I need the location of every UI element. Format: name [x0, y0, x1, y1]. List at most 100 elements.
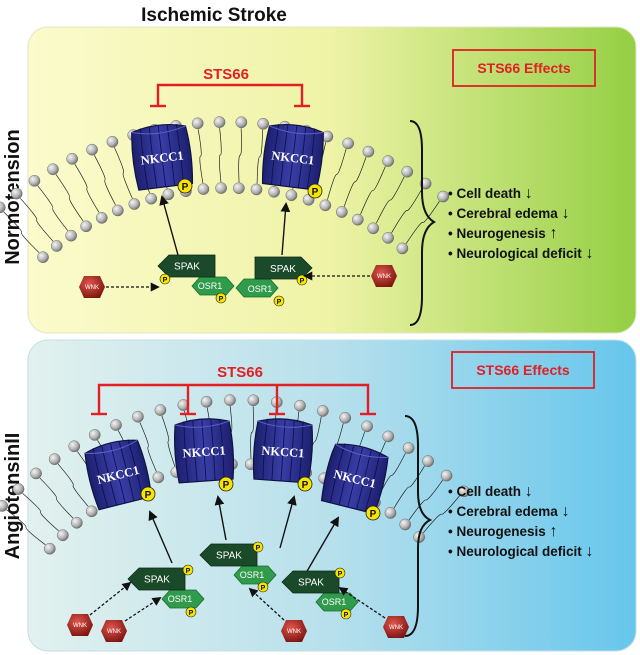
- lipid-head: [213, 116, 226, 128]
- nkcc1-helix: [148, 127, 158, 188]
- lipid-head: [401, 165, 414, 178]
- osr1-label: OSR1: [240, 570, 265, 580]
- effect-label: Neurological deficit: [456, 544, 582, 559]
- drug-label: STS66: [217, 364, 263, 381]
- lipid-tail: [6, 509, 46, 545]
- effect-label: Neurological deficit: [456, 246, 582, 261]
- down-arrow-icon: ↓: [562, 503, 570, 520]
- lipid-head: [319, 199, 332, 212]
- lipid-head: [12, 483, 25, 495]
- nkcc1-label: NKCC1: [182, 444, 226, 461]
- svg-text:• Cell death ↓: • Cell death ↓: [448, 185, 533, 202]
- lipid-head: [440, 469, 453, 482]
- nkcc1-helix: [356, 449, 372, 510]
- lipid-tail: [250, 406, 254, 459]
- phospho-label: P: [261, 585, 266, 592]
- down-arrow-icon: ↓: [525, 185, 533, 202]
- nkcc1-helix: [271, 419, 277, 481]
- svg-text:• Neurological deficit ↓: • Neurological deficit ↓: [448, 245, 594, 262]
- activation-arrow: [305, 516, 339, 574]
- nkcc1-transporter: NKCC1: [252, 418, 313, 484]
- nkcc1-helix: [166, 125, 176, 186]
- lipid-tail: [405, 201, 440, 244]
- phospho-badge: P: [365, 505, 381, 521]
- lipid-tail: [343, 156, 367, 207]
- lipid-tail: [55, 174, 84, 222]
- phospho-label: P: [338, 571, 343, 578]
- phospho-badge: P: [252, 541, 264, 553]
- lipid-head: [110, 419, 122, 431]
- lipid-head: [57, 529, 69, 542]
- wnk-kinase: WNK: [79, 276, 105, 298]
- phospho-badge: P: [177, 178, 193, 194]
- nkcc1-helix: [279, 125, 289, 186]
- lipid-tail: [114, 147, 133, 199]
- lipid-head: [224, 394, 236, 406]
- activation-arrow: [214, 495, 227, 541]
- phospho-label: P: [182, 182, 189, 193]
- lipid-head: [294, 399, 306, 412]
- lipid-head: [250, 183, 263, 196]
- lipid-tail: [197, 129, 204, 184]
- osr1-label: OSR1: [198, 281, 223, 291]
- up-arrow-icon: ↑: [550, 225, 558, 242]
- nkcc1-helix: [289, 420, 295, 482]
- nkcc1-helix: [192, 420, 198, 482]
- lipid-head: [382, 430, 395, 443]
- lipid-head: [339, 411, 352, 424]
- inhibition-bracket: [150, 83, 310, 108]
- wnk-label: WNK: [377, 274, 391, 280]
- activation-arrow-dashed: [338, 586, 386, 619]
- lipid-head: [362, 145, 375, 158]
- lipid-head: [200, 395, 213, 408]
- phospho-label: P: [312, 187, 319, 198]
- lipid-head: [85, 505, 98, 518]
- figure-title: Ischemic Stroke: [141, 5, 287, 26]
- lipid-head: [335, 206, 348, 218]
- spak-label: SPAK: [144, 575, 170, 586]
- lipid-tail: [3, 211, 40, 253]
- effects-title-box: [452, 49, 596, 87]
- lipid-head: [317, 405, 329, 417]
- lipid-head: [422, 455, 434, 467]
- lipid-head: [37, 251, 49, 263]
- lipid-head: [48, 453, 61, 465]
- lipid-head: [154, 404, 167, 416]
- down-arrow-icon: ↓: [586, 543, 594, 560]
- curly-brace-icon: [404, 415, 433, 637]
- lipid-head: [399, 518, 412, 531]
- lipid-tail: [256, 129, 263, 184]
- nkcc1-transporter: NKCC1: [320, 443, 389, 515]
- activation-arrow: [280, 202, 291, 256]
- lipid-head: [86, 143, 98, 156]
- nkcc1-helix: [118, 441, 135, 502]
- lipid-head: [47, 163, 59, 176]
- spak-osr1-complex: SPAK OSR1: [157, 254, 235, 296]
- phospho-label: P: [300, 278, 305, 285]
- spak-osr1-complex: SPAK OSR1: [127, 567, 205, 609]
- lipid-head: [382, 155, 394, 167]
- phospho-badge: P: [296, 274, 308, 286]
- effects-title: STS66 Effects: [476, 362, 570, 378]
- nkcc1-helix: [347, 447, 363, 508]
- drug-label: STS66: [203, 66, 249, 83]
- effect-label: Cell death: [456, 186, 521, 201]
- phospho-badge: P: [185, 606, 197, 618]
- phospho-badge: P: [140, 486, 156, 502]
- nkcc1-helix: [280, 420, 286, 481]
- effect-item: • Neurogenesis ↑: [448, 523, 558, 540]
- nkcc1-helix: [288, 126, 298, 187]
- nkcc1-rim: [257, 420, 312, 428]
- spak-shape: [127, 567, 186, 591]
- lipid-head: [43, 542, 56, 555]
- osr1-label: OSR1: [248, 284, 273, 294]
- lipid-head: [112, 204, 124, 217]
- effect-item: • Cerebral edema ↓: [448, 503, 570, 520]
- effect-label: Cerebral edema: [456, 504, 558, 519]
- lipid-tail: [238, 128, 242, 183]
- lipid-tail: [94, 155, 116, 206]
- lipid-head: [351, 213, 364, 226]
- effect-item: • Neurological deficit ↓: [448, 245, 594, 262]
- phospho-label: P: [145, 490, 152, 501]
